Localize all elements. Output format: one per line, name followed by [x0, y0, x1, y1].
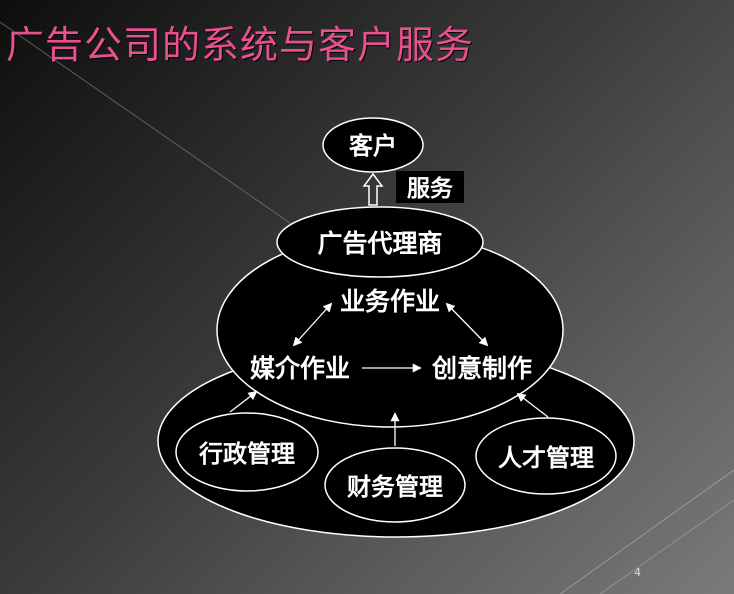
media-label: 媒介作业	[250, 354, 350, 383]
slide-title: 广告公司的系统与客户服务	[6, 23, 475, 67]
customer-ellipse	[322, 117, 424, 173]
decor-line-top	[0, 21, 301, 231]
customer-label: 客户	[349, 132, 397, 160]
admin-label: 行政管理	[198, 440, 295, 468]
finance-label: 财务管理	[347, 473, 443, 501]
talent-label: 人才管理	[498, 444, 594, 472]
service-label: 服务	[407, 176, 454, 202]
page-number: 4	[634, 566, 641, 579]
arrow-business-creative	[445, 302, 489, 347]
service-arrow	[362, 172, 384, 206]
business-label: 业务作业	[340, 287, 440, 316]
arrow-admin-up	[229, 390, 258, 413]
admin-ellipse	[175, 412, 319, 492]
agency-ellipse	[276, 206, 484, 278]
arrow-talent-up	[516, 392, 549, 418]
decor-line-bottom	[559, 469, 734, 594]
talent-ellipse	[475, 417, 617, 495]
service-label-box	[396, 171, 464, 203]
decor-line-bottom-2	[599, 499, 734, 594]
agency-label: 广告代理商	[317, 229, 442, 258]
finance-ellipse	[324, 447, 466, 523]
creative-label: 创意制作	[431, 354, 532, 383]
arrow-media-business	[292, 302, 333, 347]
